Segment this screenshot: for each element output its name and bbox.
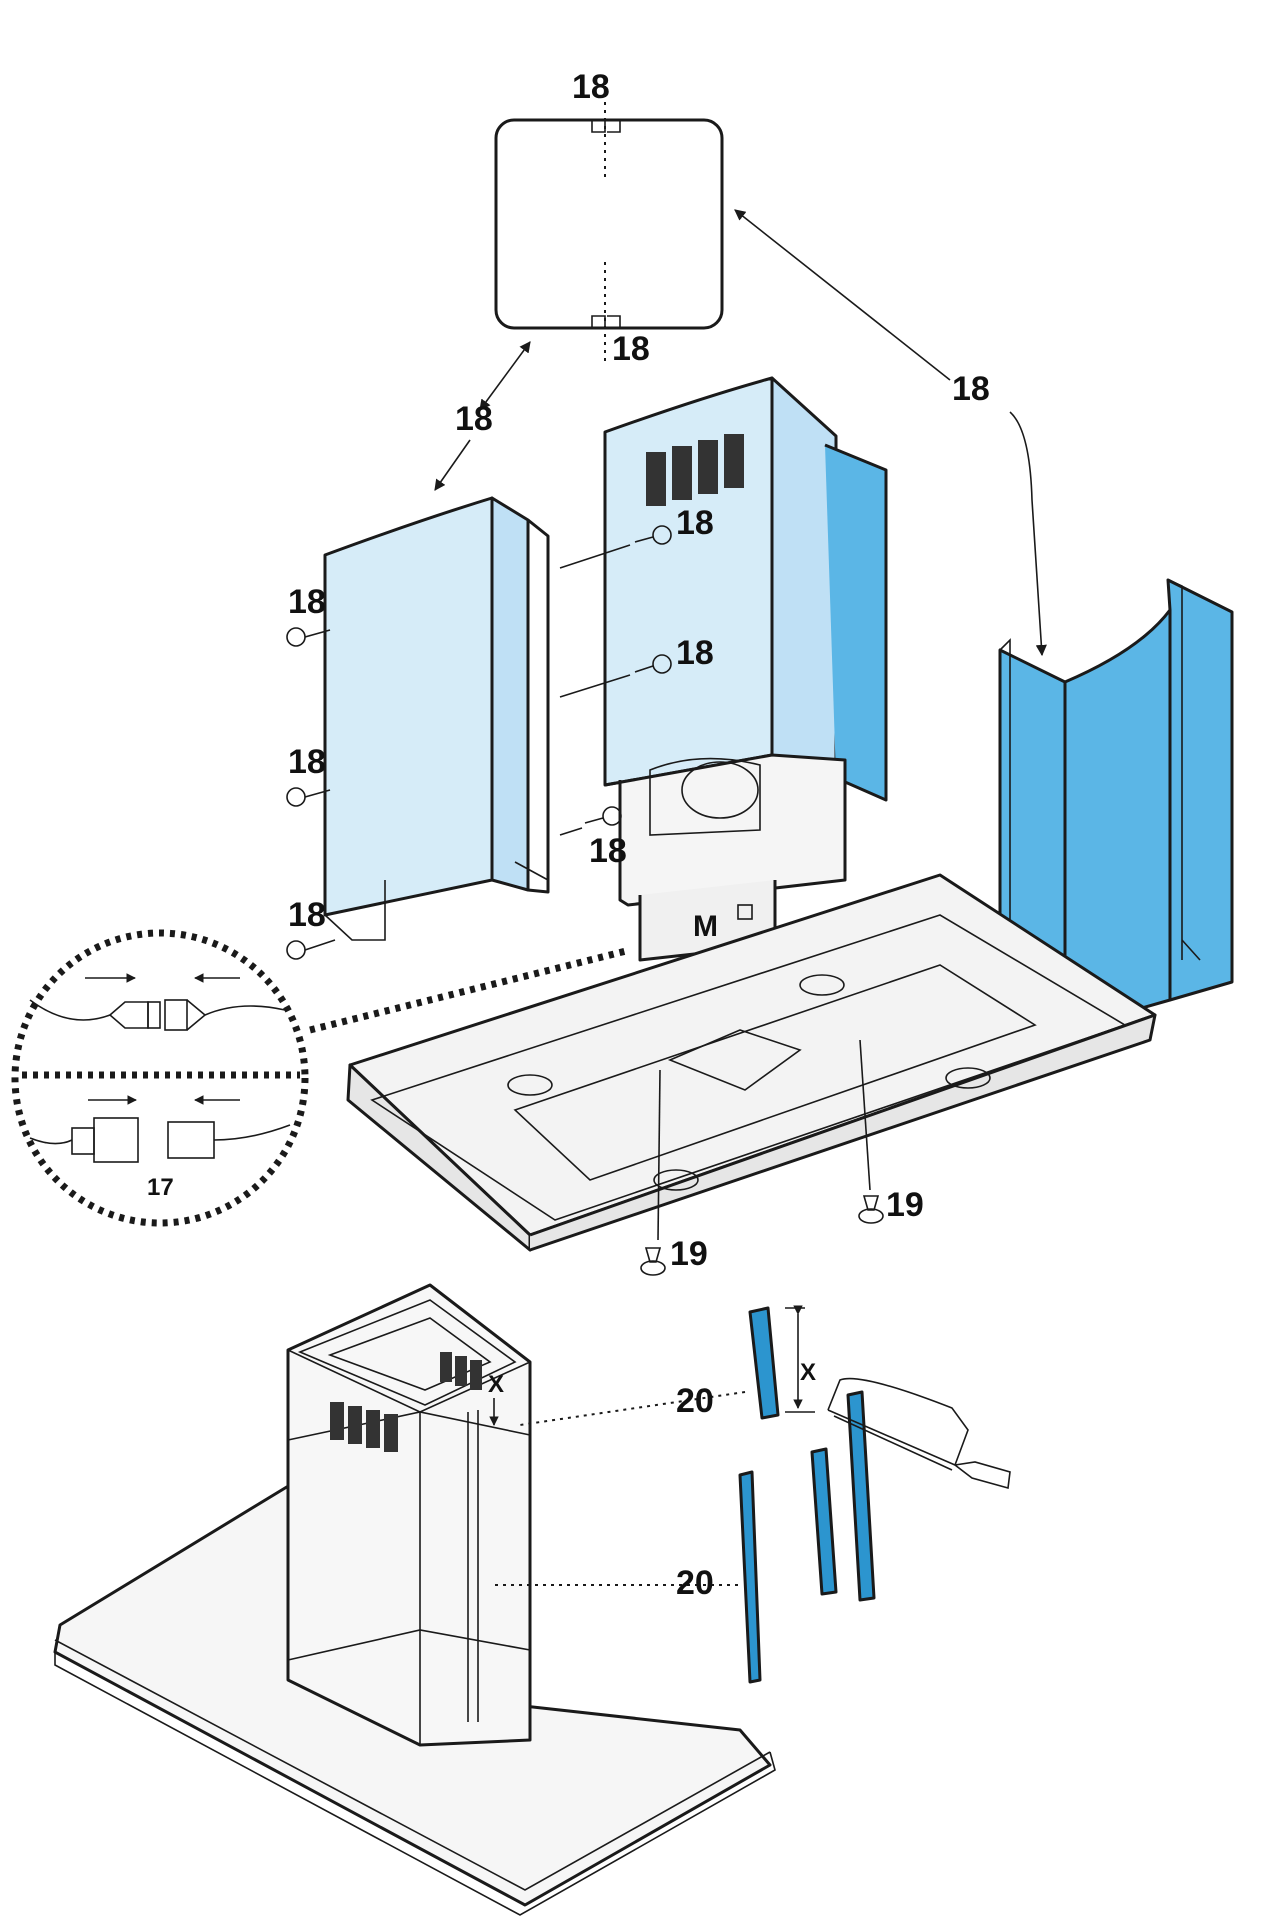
profile-arrows: 18 18 xyxy=(434,209,1047,657)
center-chimney: M xyxy=(603,376,888,962)
label-profile-top: 18 xyxy=(572,68,610,106)
label-connector: 17 xyxy=(147,1174,174,1201)
vent-grille xyxy=(646,434,744,506)
label-arrow-right: 18 xyxy=(952,370,990,408)
label-screw-center-1: 18 xyxy=(676,504,714,542)
connector-detail: 17 xyxy=(11,929,631,1227)
assembled-hood: X xyxy=(53,1283,776,1916)
label-strip-bottom: 20 xyxy=(676,1564,714,1602)
label-measure-x: X xyxy=(800,1359,816,1386)
screw-icon xyxy=(634,525,672,545)
screw-icon xyxy=(634,654,672,674)
label-measure-x-small: X xyxy=(488,1371,504,1398)
label-strip-top: 20 xyxy=(676,1382,714,1420)
connector-plug-icon xyxy=(29,1095,291,1163)
screws-18: 18 18 18 18 18 18 xyxy=(286,504,714,960)
screw-icon xyxy=(286,939,336,960)
screw-icon xyxy=(286,787,331,807)
label-screw-hood-2: 19 xyxy=(886,1186,924,1224)
vent-grille xyxy=(330,1352,482,1452)
arrow-icon xyxy=(479,341,531,411)
hacksaw-icon xyxy=(827,1377,1011,1490)
screw-icon xyxy=(858,1195,884,1224)
label-screw-center-2: 18 xyxy=(676,634,714,672)
label-screw-center-3: 18 xyxy=(589,832,627,870)
screws-19: 19 19 xyxy=(640,1186,924,1276)
label-arrow-left: 18 xyxy=(455,400,493,438)
screw-icon xyxy=(584,806,622,826)
hood-canopy xyxy=(346,873,1157,1252)
label-screw-hood-1: 19 xyxy=(670,1235,708,1273)
screw-icon xyxy=(640,1247,666,1276)
motor-label: M xyxy=(693,910,718,943)
strips-20: X 20 20 xyxy=(490,1305,876,1684)
arrow-icon xyxy=(734,209,951,381)
label-screw-left-2: 18 xyxy=(288,743,326,781)
label-screw-left-3: 18 xyxy=(288,896,326,934)
screw-icon xyxy=(286,627,331,647)
left-chimney-cover xyxy=(323,496,550,941)
duct-profile-section: 18 18 xyxy=(494,68,724,368)
label-profile-bottom: 18 xyxy=(612,330,650,368)
connector-plug-icon xyxy=(29,973,286,1031)
label-screw-left-1: 18 xyxy=(288,583,326,621)
